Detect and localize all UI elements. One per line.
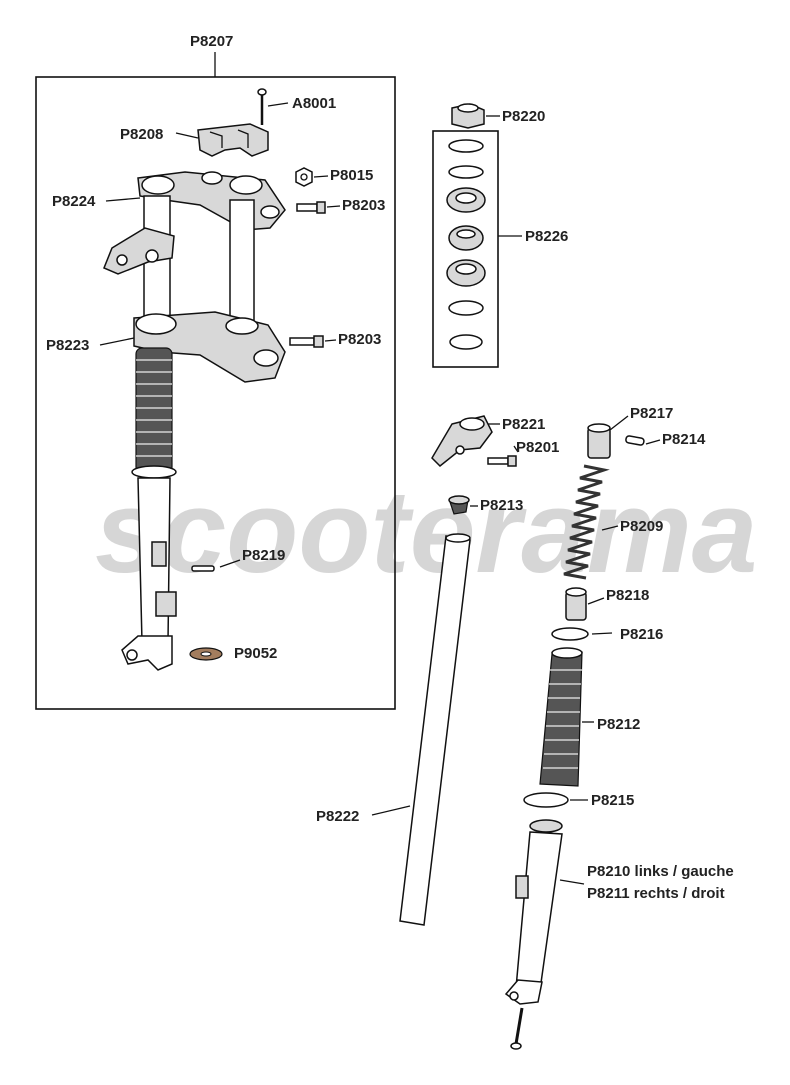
label-p8220: P8220 xyxy=(502,108,545,125)
label-p8209: P8209 xyxy=(620,518,663,535)
label-p8226: P8226 xyxy=(525,228,568,245)
part-p8208-clamp xyxy=(197,123,269,157)
label-p8015: P8015 xyxy=(330,167,373,184)
part-p8212-gaiter xyxy=(539,647,583,787)
label-p8215: P8215 xyxy=(591,792,634,809)
bearing-stack xyxy=(446,139,486,350)
part-p8213-plug xyxy=(448,495,470,515)
part-p8209-spring xyxy=(563,464,610,580)
watermark-text: scooterama xyxy=(95,466,757,598)
label-p8224: P8224 xyxy=(52,193,96,210)
part-p8217-spacer xyxy=(587,423,611,459)
part-p8210-p8211-lower-leg xyxy=(504,819,563,1005)
label-p8208: P8208 xyxy=(120,126,163,143)
label-p8216: P8216 xyxy=(620,626,663,643)
part-p8216-clip xyxy=(551,627,589,641)
part-p8219-pin xyxy=(191,565,215,572)
part-p8015-nut xyxy=(295,167,313,187)
part-p8215-clip xyxy=(523,792,569,808)
part-p8203-bolt-upper xyxy=(296,201,326,214)
fork-stanchion-tubes xyxy=(143,195,255,327)
bearing-set-frame xyxy=(432,130,499,368)
label-p8219: P8219 xyxy=(242,547,285,564)
part-p8220-nut xyxy=(451,103,485,129)
part-p8203-bolt-lower xyxy=(289,335,324,348)
part-p8201-bolt xyxy=(487,455,517,467)
label-a8001: A8001 xyxy=(292,95,336,112)
label-p9052: P9052 xyxy=(234,645,277,662)
label-p8218: P8218 xyxy=(606,587,649,604)
label-p8203-upper: P8203 xyxy=(342,197,385,214)
label-p8211: P8211 rechts / droit xyxy=(587,885,725,902)
label-p8203-lower: P8203 xyxy=(338,331,381,348)
label-p8214: P8214 xyxy=(662,431,706,448)
label-p8217: P8217 xyxy=(630,405,673,422)
label-p8201: P8201 xyxy=(516,439,559,456)
label-p8212: P8212 xyxy=(597,716,640,733)
label-p8221: P8221 xyxy=(502,416,545,433)
part-left-fork-lower-leg xyxy=(121,477,177,671)
part-p8214-pin xyxy=(625,435,645,446)
part-bottom-bolt xyxy=(510,1007,524,1050)
part-p8222-tube xyxy=(399,533,471,926)
label-p8213: P8213 xyxy=(480,497,523,514)
label-p8210: P8210 links / gauche xyxy=(587,863,734,880)
part-left-fork-gaiter xyxy=(131,347,177,479)
part-p8221-clamp xyxy=(431,415,493,468)
part-a8001-pin xyxy=(257,88,267,125)
part-side-bracket xyxy=(103,227,175,275)
part-p9052-washer xyxy=(189,647,223,661)
label-p8223: P8223 xyxy=(46,337,89,354)
part-p8218-spacer xyxy=(565,587,587,621)
label-p8222: P8222 xyxy=(316,808,359,825)
label-p8207: P8207 xyxy=(190,33,233,50)
